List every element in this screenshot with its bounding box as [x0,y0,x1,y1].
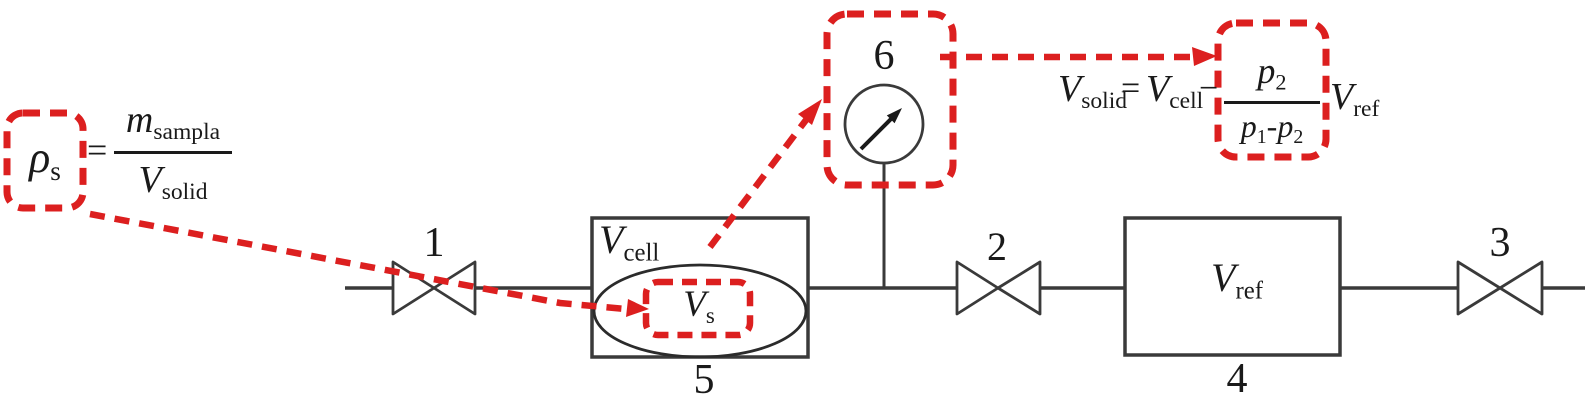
density-equals: = [87,132,107,168]
sample-cell-text: 5 [693,357,715,403]
volume-formula-minus: − [1199,72,1218,106]
cell-volume-symbol: V [599,217,624,262]
denominator-minus-sign: - [1266,107,1278,144]
mass-subscript: sampla [153,119,221,146]
density-equals-sign: = [87,130,108,170]
density-highlight-box [3,109,87,212]
gauge-text: 6 [873,33,895,79]
volume-formula-term2: Vref [1330,78,1379,122]
reference-tank-label: 4 [1227,358,1248,400]
density-symbol: ρs [29,132,61,186]
volume-minus-sign: − [1199,70,1219,107]
sample-cell-box [590,216,810,359]
p2-symbol-bottom: p [1277,107,1294,144]
valve-1-text: 1 [423,220,445,266]
fraction-highlight-box [1214,19,1330,161]
gauge-label: 6 [874,35,895,77]
reference-volume-symbol: V [1211,255,1236,300]
rho-subscript: s [50,155,61,186]
sample-volume-label: Vs [683,286,715,328]
vcell-subscript: cell [1169,88,1204,115]
cell-volume-subscript: cell [623,239,660,267]
sample-volume-symbol: V [683,284,706,325]
valve-3-icon [1456,260,1544,316]
vref-formula-subscript: ref [1353,96,1380,123]
p1-subscript: 1 [1256,125,1267,148]
sample-cell-label: 5 [694,359,715,401]
vsolid-subscript: solid [1081,88,1128,115]
volume-formula-lhs: Vsolid [1058,70,1127,114]
valve-2-icon [955,260,1042,316]
density-symbol-group: ρs [7,113,83,208]
arrow-cell-to-gauge-head [798,99,822,125]
pressure-numerator: p2 [1224,50,1320,101]
cell-volume-label: Vcell [599,220,659,266]
valve-2-text: 2 [987,224,1007,269]
p1-symbol: p [1240,107,1257,144]
reference-tank-text: 4 [1226,356,1248,402]
arrow-density-to-sample-line [89,210,627,313]
valve-1-label: 1 [424,222,445,264]
valve-2-label: 2 [987,227,1007,267]
density-fraction-bar [114,151,232,155]
vsolid-symbol: V [1058,68,1082,110]
valve-1-icon [391,260,477,316]
solid-volume-symbol: V [138,159,162,202]
sample-ellipse [592,263,808,359]
p2-symbol-top: p [1257,51,1276,91]
solid-volume-subscript: solid [161,179,208,206]
arrow-cell-to-gauge-line [707,118,809,249]
gauge-needle-tip-icon [886,108,902,124]
vcell-symbol: V [1146,68,1170,110]
density-fraction: msampla Vsolid [114,98,232,206]
valve-3-text: 3 [1489,220,1511,266]
reference-volume-label: Vref [1211,258,1263,304]
pressure-fraction: p2 p1-p2 [1224,50,1320,149]
vref-formula-symbol: V [1330,76,1354,118]
arrow-density-to-sample-head [626,299,649,317]
volume-formula-term1: Vcell [1146,70,1203,114]
gauge-highlight-box [823,10,957,189]
sample-volume-subscript: s [705,302,715,328]
rho-symbol: ρ [29,132,51,182]
valve-3-label: 3 [1490,222,1511,264]
density-numerator: msampla [114,98,232,151]
density-denominator: Vsolid [114,154,232,206]
arrow-gauge-to-formula-head [1192,47,1217,66]
p2-subscript-top: 2 [1275,69,1287,95]
volume-equals-sign: = [1121,70,1141,107]
reference-volume-subscript: ref [1235,277,1263,305]
volume-formula-equals: = [1121,72,1140,106]
gauge-needle-icon [859,116,894,151]
pressure-fraction-bar [1224,100,1320,104]
reference-volume-box [1123,216,1342,357]
p2-subscript-bottom: 2 [1293,125,1304,148]
mass-symbol: m [125,99,154,141]
pressure-denominator: p1-p2 [1224,104,1320,149]
